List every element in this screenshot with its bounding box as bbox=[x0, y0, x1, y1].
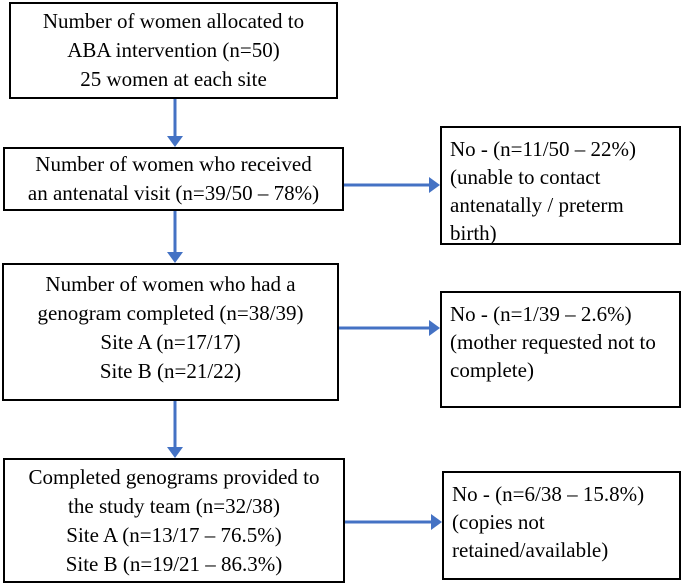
text-line: an antenatal visit (n=39/50 – 78%) bbox=[27, 181, 320, 205]
text-line: genogram completed (n=38/39) bbox=[37, 301, 304, 325]
arrow-right-icon bbox=[339, 320, 440, 336]
arrow-shaft bbox=[345, 520, 432, 524]
text-line: No - (n=11/50 – 22%) bbox=[450, 137, 637, 161]
box-no-genogram: No - (n=1/39 – 2.6%) (mother requested n… bbox=[440, 291, 681, 408]
text-line: (unable to contact bbox=[450, 165, 601, 189]
arrow-head bbox=[431, 514, 442, 530]
text-line: Site A (n=13/17 – 76.5%) bbox=[66, 522, 282, 547]
text-line: antenatally / preterm bbox=[450, 193, 624, 217]
arrow-right-icon bbox=[345, 514, 442, 530]
arrow-head bbox=[167, 252, 183, 263]
text-line: Completed genograms provided to bbox=[28, 464, 320, 489]
text-line: ABA intervention (n=50) bbox=[67, 38, 280, 62]
arrow-head bbox=[167, 136, 183, 147]
arrow-head bbox=[429, 320, 440, 336]
text-line: Site A (n=17/17) bbox=[100, 330, 241, 354]
box-women-allocated: Number of women allocated to ABA interve… bbox=[9, 2, 338, 99]
text-line: No - (n=6/38 – 15.8%) bbox=[452, 482, 645, 506]
arrow-right-icon bbox=[344, 177, 440, 193]
text-line: complete) bbox=[450, 358, 534, 382]
arrow-shaft bbox=[344, 183, 430, 187]
arrow-head bbox=[429, 177, 440, 193]
arrow-shaft bbox=[173, 99, 177, 137]
arrow-head bbox=[167, 447, 183, 458]
text-line: No - (n=1/39 – 2.6%) bbox=[450, 302, 632, 326]
arrow-shaft bbox=[173, 401, 177, 448]
text-line: Number of women allocated to bbox=[42, 9, 305, 33]
box-no-antenatal-visit: No - (n=11/50 – 22%) (unable to contact … bbox=[440, 126, 681, 245]
text-line: the study team (n=32/38) bbox=[68, 493, 280, 518]
box-no-copies-retained: No - (n=6/38 – 15.8%) (copies not retain… bbox=[442, 471, 681, 580]
arrow-shaft bbox=[339, 326, 430, 330]
arrow-down-icon bbox=[167, 211, 183, 263]
arrow-down-icon bbox=[167, 99, 183, 147]
text-line: Site B (n=21/22) bbox=[99, 359, 242, 383]
box-genograms-provided: Completed genograms provided to the stud… bbox=[3, 458, 345, 583]
text-line: retained/available) bbox=[452, 538, 609, 562]
arrow-shaft bbox=[173, 211, 177, 253]
text-line: Number of women who received bbox=[35, 152, 312, 176]
box-antenatal-visit: Number of women who received an antenata… bbox=[3, 147, 344, 211]
text-line: 25 women at each site bbox=[80, 67, 267, 91]
box-genogram-completed: Number of women who had a genogram compl… bbox=[2, 263, 339, 401]
arrow-down-icon bbox=[167, 401, 183, 458]
text-line: (copies not bbox=[452, 510, 545, 534]
text-line: (mother requested not to bbox=[450, 330, 656, 354]
text-line: Number of women who had a bbox=[45, 272, 296, 296]
text-line: Site B (n=19/21 – 86.3%) bbox=[65, 551, 283, 576]
text-line: birth) bbox=[450, 221, 497, 245]
